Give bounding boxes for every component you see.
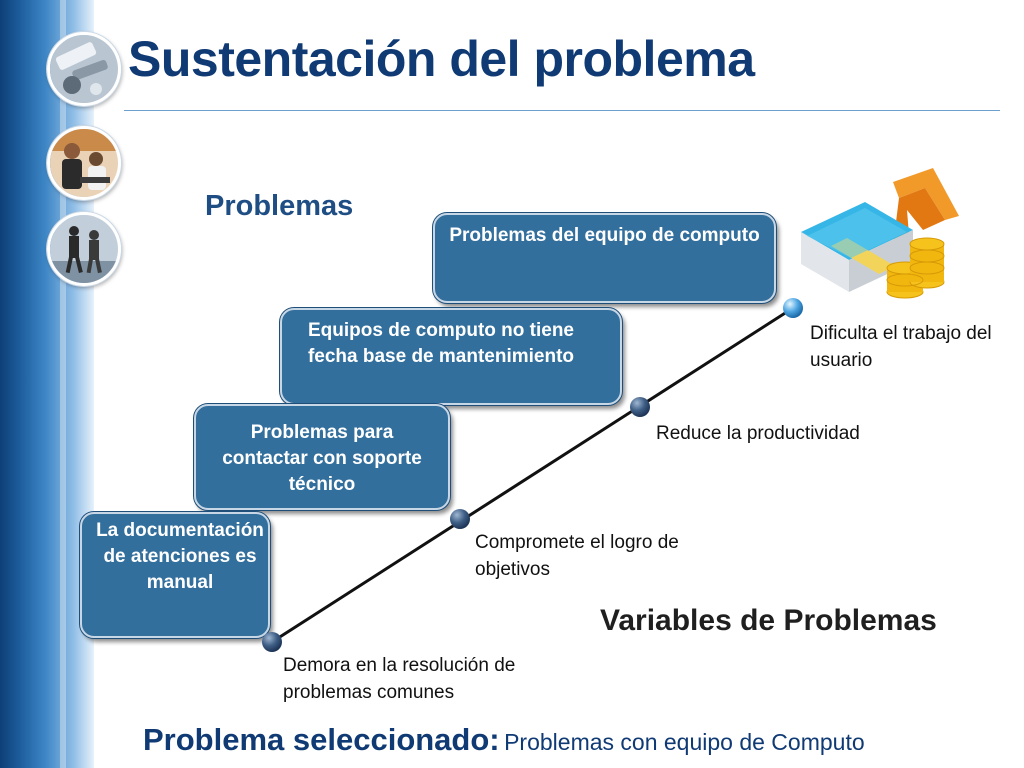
walking-people-photo-icon (47, 212, 121, 286)
problem-box-text: Equipos de computo no tiene fecha base d… (307, 320, 575, 367)
problem-box-text: Problemas del equipo de computo (449, 225, 760, 246)
selected-problem-value: Problemas con equipo de Computo (504, 729, 865, 755)
business-meeting-photo-icon (47, 126, 121, 200)
timeline-dot (630, 397, 650, 417)
variable-label-2: Compromete el logro de objetivos (475, 532, 679, 580)
office-supplies-photo-icon (47, 32, 121, 106)
slide-title: Sustentación del problema (128, 31, 755, 87)
variable-label-4: Dificulta el trabajo del usuario (810, 323, 992, 371)
problem-box-text: Problemas para contactar con soporte téc… (222, 422, 422, 495)
variable-label-3: Reduce la productividad (656, 423, 860, 444)
money-bills-coins-arrow-icon (801, 168, 959, 299)
timeline-dot (450, 509, 470, 529)
timeline-line (271, 306, 794, 644)
sidebar-stripe (60, 0, 66, 768)
timeline-dot (783, 298, 803, 318)
selected-problem: Problema seleccionado: Problemas con equ… (143, 722, 865, 758)
problem-box-4: La documentación de atenciones es manual (80, 512, 270, 638)
selected-problem-label: Problema seleccionado: (143, 722, 500, 757)
problem-box-3: Problemas para contactar con soporte téc… (194, 404, 450, 510)
variable-label-1: Demora en la resolución de problemas com… (283, 655, 516, 703)
problem-box-2: Equipos de computo no tiene fecha base d… (280, 308, 622, 405)
timeline-dot (262, 632, 282, 652)
title-divider (124, 110, 1000, 111)
problem-box-1: Problemas del equipo de computo (433, 213, 776, 303)
variables-title: Variables de Problemas (600, 604, 937, 637)
problem-box-text: La documentación de atenciones es manual (96, 520, 264, 593)
problems-heading: Problemas (205, 190, 354, 222)
